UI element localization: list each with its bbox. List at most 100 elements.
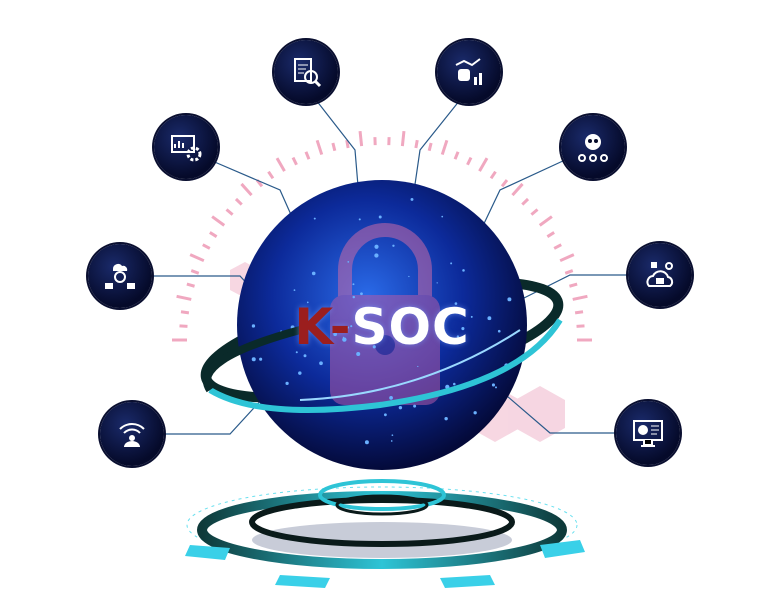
tick-mark xyxy=(414,139,419,149)
sparkle xyxy=(259,357,263,361)
globe-sparkles xyxy=(251,197,512,445)
sparkle xyxy=(285,381,289,385)
tick-mark xyxy=(331,142,337,152)
sparkle xyxy=(347,261,350,263)
node-analytics-hand[interactable] xyxy=(437,40,501,104)
sparkle xyxy=(319,361,323,366)
tick-mark xyxy=(489,170,497,180)
orbit-ring-front xyxy=(208,318,563,413)
ksoc-title: K-SOC xyxy=(282,298,482,356)
sparkle xyxy=(251,324,256,328)
sparkle xyxy=(374,244,379,249)
sparkle xyxy=(456,335,460,338)
sparkle xyxy=(293,289,296,291)
tick-mark xyxy=(574,310,584,315)
sparkle xyxy=(333,332,338,337)
tick-mark xyxy=(427,142,433,152)
tick-mark xyxy=(267,170,275,180)
sparkle xyxy=(342,337,347,342)
sparkle xyxy=(360,292,363,296)
tick-mark xyxy=(179,324,188,328)
sparkle xyxy=(352,295,356,299)
sparkle xyxy=(311,271,316,276)
sparkle xyxy=(383,413,387,417)
tick-mark xyxy=(538,215,553,227)
tick-mark xyxy=(180,310,190,315)
tick-mark xyxy=(466,156,473,166)
sparkle xyxy=(391,434,394,437)
sparkle xyxy=(487,316,492,321)
tick-mark xyxy=(546,231,555,238)
node-wireless-user[interactable] xyxy=(100,402,164,466)
tick-mark xyxy=(521,197,530,206)
tick-mark xyxy=(500,179,509,188)
skull-network-icon xyxy=(578,134,608,162)
sparkle xyxy=(251,357,256,362)
sparkle xyxy=(507,297,512,302)
document-search-icon xyxy=(294,58,322,88)
cloud-lock-icon xyxy=(646,262,674,287)
node-cloud-security[interactable] xyxy=(628,243,692,307)
sparkle xyxy=(408,275,410,278)
sparkle xyxy=(436,282,438,284)
sparkle xyxy=(303,354,307,358)
tick-mark xyxy=(440,139,449,156)
sparkle xyxy=(313,217,316,220)
lock-icon xyxy=(330,223,440,405)
tick-mark xyxy=(189,253,205,263)
sparkle xyxy=(358,218,361,221)
tick-mark xyxy=(225,208,234,216)
sparkle xyxy=(350,325,353,328)
tick-mark xyxy=(315,139,324,156)
sparkle xyxy=(298,371,302,375)
sparkle xyxy=(410,197,414,201)
sparkle xyxy=(413,404,417,408)
sparkle xyxy=(495,386,497,389)
tick-mark xyxy=(453,151,460,160)
sparkle xyxy=(453,382,456,386)
sparkle xyxy=(450,262,453,265)
sparkle xyxy=(491,383,495,387)
tick-mark xyxy=(209,231,218,238)
tick-mark xyxy=(478,157,489,172)
sparkle xyxy=(364,440,369,445)
sparkle xyxy=(441,215,444,218)
node-monitoring-screen[interactable] xyxy=(616,401,680,465)
tick-mark xyxy=(530,208,539,216)
cloud-network-icon xyxy=(105,264,135,289)
sparkle xyxy=(398,405,403,410)
node-document-search[interactable] xyxy=(274,40,338,104)
sparkle xyxy=(473,411,477,415)
tick-mark xyxy=(569,282,578,288)
sparkle xyxy=(374,253,379,258)
node-threat-network[interactable] xyxy=(561,115,625,179)
tick-mark xyxy=(291,156,298,166)
tick-mark xyxy=(511,182,524,197)
node-dashboard-settings[interactable] xyxy=(154,115,218,179)
sparkle xyxy=(378,215,382,219)
hand-analytics-icon xyxy=(455,58,482,85)
node-cloud-network[interactable] xyxy=(88,244,152,308)
sparkle xyxy=(352,283,355,286)
tick-mark xyxy=(186,282,195,288)
wifi-user-icon xyxy=(119,423,145,447)
tick-mark xyxy=(576,324,585,328)
tick-mark xyxy=(559,253,575,263)
sparkle xyxy=(417,365,419,368)
sparkle xyxy=(346,326,350,329)
sparkle xyxy=(390,440,393,442)
sparkle xyxy=(306,301,309,304)
tick-mark xyxy=(202,243,211,250)
sparkle xyxy=(356,351,361,356)
sparkle xyxy=(295,351,298,354)
tick-mark xyxy=(234,197,243,206)
tick-mark xyxy=(564,269,574,275)
title-prefix: K- xyxy=(294,298,352,356)
tick-mark xyxy=(176,294,192,301)
tick-mark xyxy=(211,215,226,227)
tick-mark xyxy=(400,130,406,147)
sparkle xyxy=(470,315,473,318)
tick-mark xyxy=(358,130,364,147)
